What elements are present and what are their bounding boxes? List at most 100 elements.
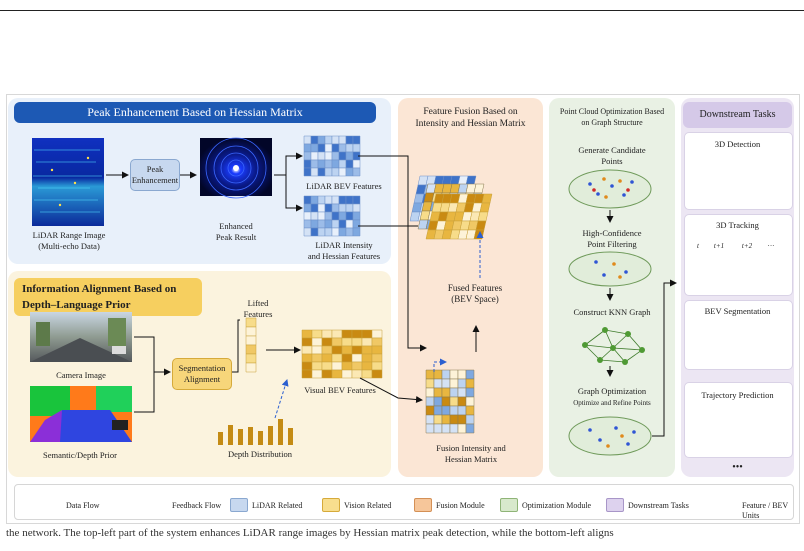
grid-cell: [321, 361, 333, 371]
grid-cell: [324, 135, 333, 145]
grid-cell: [441, 369, 451, 380]
grid-cell: [425, 405, 435, 416]
fusion-header: Feature Fusion Based on Intensity and He…: [415, 107, 526, 129]
grid-cell: [311, 329, 323, 339]
grid-cell: [441, 378, 451, 389]
grid-cell: [303, 227, 312, 237]
grid-cell: [245, 353, 257, 364]
grid-cell: [465, 378, 475, 389]
grid-cell: [331, 135, 340, 145]
grid-cell: [331, 211, 340, 221]
grid-cell: [441, 396, 451, 407]
fused-features-stack: [409, 175, 493, 240]
grid-cell: [371, 361, 383, 371]
grid-cell: [465, 423, 475, 434]
grid-cell: [303, 135, 312, 145]
grid-cell: [449, 396, 459, 407]
grid-cell: [245, 362, 257, 373]
grid-cell: [331, 195, 340, 205]
step-graph-opt-label: Graph Optimization: [577, 386, 647, 396]
grid-cell: [345, 167, 354, 177]
grid-cell: [475, 220, 487, 231]
grid-cell: [341, 369, 353, 379]
grid-cell: [449, 378, 459, 389]
detection-card: [684, 132, 793, 210]
trajectory-card: [684, 382, 793, 458]
segmentation-alignment-box: Segmentation Alignment: [172, 358, 232, 390]
fusion-matrix-grid: [425, 369, 475, 434]
lifted-features-label: Lifted Features: [243, 298, 273, 319]
legend-optimization-swatch: [500, 498, 518, 512]
grid-cell: [301, 369, 313, 379]
grid-cell: [317, 159, 326, 169]
legend-optimization: Optimization Module: [522, 501, 592, 510]
tracking-title: 3D Tracking: [716, 220, 759, 230]
grid-cell: [245, 326, 257, 337]
grid-cell: [303, 159, 312, 169]
grid-cell: [351, 361, 363, 371]
grid-cell: [301, 345, 313, 355]
grid-cell: [433, 369, 443, 380]
visual-bev-grid: [301, 329, 383, 379]
segmentation-card: [684, 300, 793, 370]
grid-cell: [321, 353, 333, 363]
grid-cell: [449, 387, 459, 398]
grid-cell: [341, 329, 353, 339]
grid-cell: [310, 203, 319, 213]
legend-vision-swatch: [322, 498, 340, 512]
grid-cell: [331, 369, 343, 379]
grid-cell: [331, 353, 343, 363]
grid-cell: [310, 143, 319, 153]
grid-cell: [301, 361, 313, 371]
grid-cell: [341, 361, 353, 371]
grid-cell: [345, 195, 354, 205]
grid-cell: [345, 219, 354, 229]
grid-cell: [449, 423, 459, 434]
legend-data-flow: Data Flow: [66, 501, 100, 510]
grid-cell: [317, 151, 326, 161]
grid-cell: [310, 151, 319, 161]
grid-cell: [341, 345, 353, 355]
grid-cell: [449, 369, 459, 380]
grid-cell: [311, 353, 323, 363]
grid-cell: [345, 135, 354, 145]
grid-cell: [449, 405, 459, 416]
grid-cell: [351, 369, 363, 379]
data-flow-arrows: [106, 152, 677, 437]
grid-cell: [341, 337, 353, 347]
grid-cell: [345, 159, 354, 169]
grid-cell: [317, 203, 326, 213]
grid-cell: [345, 227, 354, 237]
depth-distribution-label: Depth Distribution: [228, 449, 292, 459]
step-graph-opt-sub: Optimize and Refine Points: [573, 399, 651, 407]
grid-cell: [425, 423, 435, 434]
more-tasks: •••: [732, 462, 743, 473]
grid-cell: [310, 227, 319, 237]
segmentation-title: BEV Segmentation: [704, 306, 771, 316]
grid-cell: [303, 211, 312, 221]
grid-cell: [310, 195, 319, 205]
step-generate-label: Generate Candidate Points: [578, 145, 646, 166]
grid-cell: [310, 135, 319, 145]
grid-cell: [433, 414, 443, 425]
grid-cell: [457, 396, 467, 407]
grid-cell: [311, 345, 323, 355]
grid-cell: [338, 143, 347, 153]
grid-cell: [303, 219, 312, 229]
enhanced-peak-label: Enhanced Peak Result: [215, 221, 257, 242]
grid-cell: [321, 337, 333, 347]
grid-cell: [317, 227, 326, 237]
grid-cell: [352, 203, 361, 213]
grid-cell: [331, 329, 343, 339]
grid-cell: [324, 167, 333, 177]
grid-cell: [457, 387, 467, 398]
grid-cell: [457, 414, 467, 425]
grid-cell: [479, 202, 491, 213]
grid-cell: [352, 227, 361, 237]
grid-cell: [433, 396, 443, 407]
grid-cell: [465, 414, 475, 425]
feedback-arrows: [274, 231, 484, 419]
grid-cell: [338, 167, 347, 177]
grid-cell: [317, 195, 326, 205]
grid-cell: [441, 414, 451, 425]
